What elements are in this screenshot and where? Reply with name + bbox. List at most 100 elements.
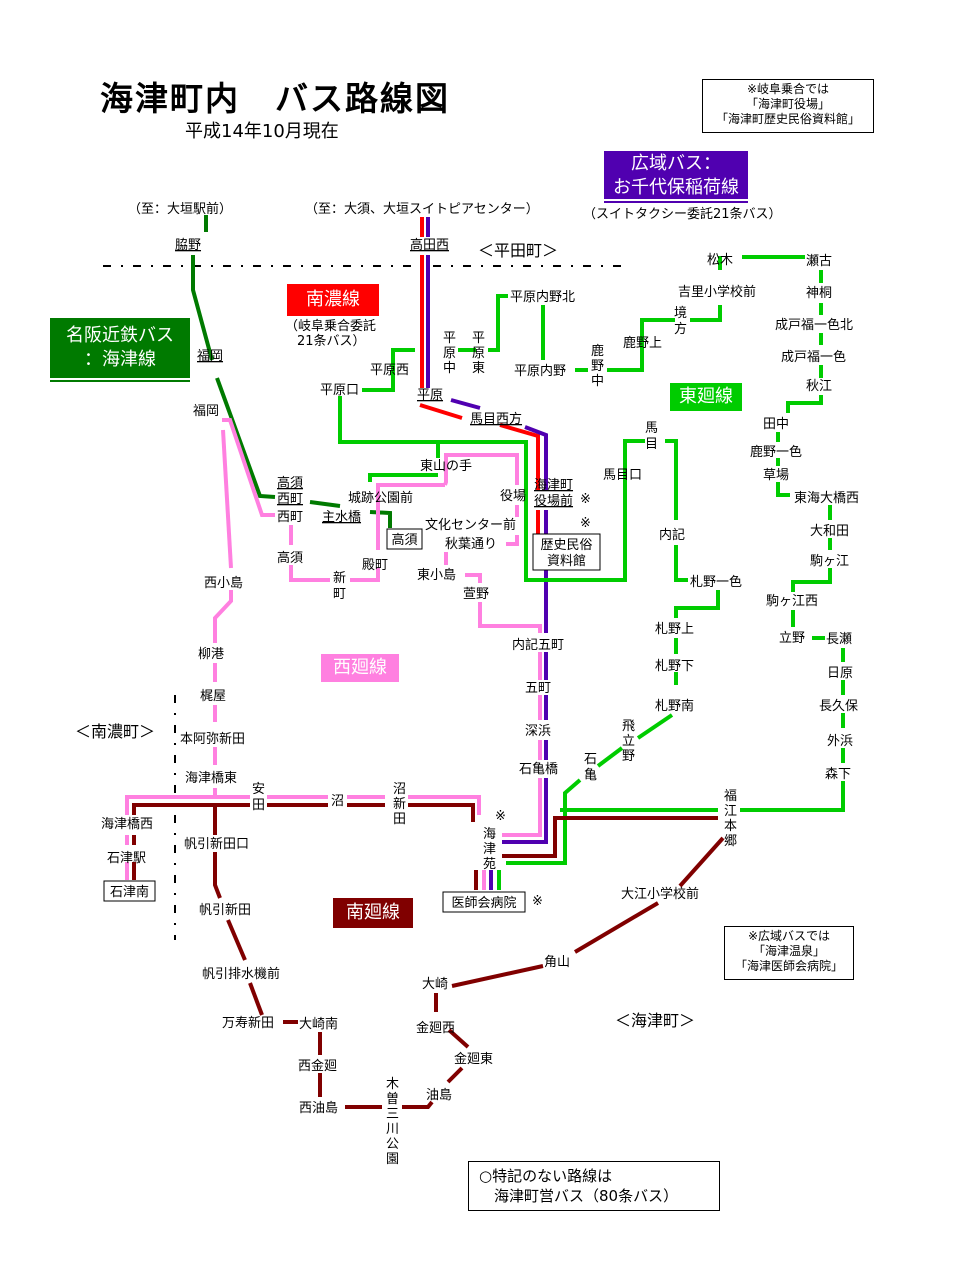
stop-label: 馬目 — [645, 421, 658, 452]
stop-label: 城跡公園前 — [348, 490, 413, 506]
stop-label: 長瀬 — [826, 632, 852, 647]
stop-box — [103, 880, 156, 902]
route-segment — [450, 398, 481, 410]
route-segment — [506, 778, 582, 865]
page-subtitle: 平成14年10月現在 — [185, 121, 339, 142]
stop-label-line: 海津橋西 — [101, 817, 153, 832]
stop-label-line: 成戸福一色北 — [775, 317, 853, 333]
stop-label-line: 馬目西方 — [470, 411, 522, 427]
note-mark: ※ — [532, 894, 543, 909]
stop-label: 平原中 — [443, 331, 456, 376]
route-segment — [368, 473, 438, 482]
stop-label-line: 曽 — [386, 1092, 399, 1107]
route-segment — [402, 1100, 434, 1109]
stop-label: 神桐 — [806, 286, 832, 301]
route-segment — [451, 964, 544, 988]
stop-label: 境方 — [674, 306, 687, 337]
stop-label-line: 西町 — [277, 510, 303, 525]
kouiki-note: ※広域バスでは 「海津温泉」 「海津医師会病院」 — [724, 926, 854, 980]
stop-label: 札野下 — [655, 659, 694, 674]
stop-label-line: 平原内野 — [514, 363, 566, 379]
stop-label-line: 森下 — [825, 767, 851, 782]
stop-label: 鹿野中 — [591, 343, 604, 389]
stop-label: 文化センター前 — [425, 517, 516, 533]
stop-label: 平原西 — [370, 363, 409, 378]
note-line: ※広域バスでは — [747, 929, 831, 943]
route-segment — [362, 348, 415, 392]
stop-label-line: 成戸福一色 — [781, 349, 846, 365]
route-nishi — [125, 418, 542, 890]
stop-label-line: 内記五町 — [512, 637, 564, 653]
stop-label: 油島 — [426, 1088, 452, 1103]
stop-label-line: 文化センター前 — [425, 517, 516, 533]
stop-label-line: 資料館 — [547, 554, 586, 569]
gifu-note: ※岐阜乗合では 「海津町役場」 「海津町歴史民俗資料館」 — [702, 79, 874, 133]
stop-label: 駒ヶ江西 — [766, 594, 818, 609]
stop-label: 帆引排水機前 — [202, 966, 280, 982]
route-sub-nanno: 21条バス） — [297, 333, 366, 349]
stop-label-line: 方 — [674, 321, 687, 337]
route-segment — [665, 439, 678, 520]
stop-label: 札野上 — [655, 622, 694, 637]
stop-label-line: 苑 — [483, 857, 496, 872]
stop-label-line: 外浜 — [827, 734, 853, 749]
stop-label: 殿町 — [362, 558, 388, 573]
stop-box-label: 高須 — [391, 532, 417, 548]
stop-label: 石亀橋 — [519, 762, 558, 777]
note-line: 「海津町役場」 — [745, 97, 830, 111]
stop-label-line: 西小島 — [204, 576, 243, 591]
route-segment — [674, 590, 720, 618]
route-segment — [222, 418, 275, 517]
stop-label-line: 三 — [386, 1107, 399, 1122]
route-segment — [376, 483, 445, 550]
stop-label-line: 田中 — [763, 417, 789, 432]
stop-label-line: 高須 — [277, 550, 303, 566]
legend-note: ○特記のない路線は 海津町営バス（80条バス） — [468, 1161, 720, 1211]
stop-label-line: 石津駅 — [107, 851, 146, 866]
stop-label-line: 平原内野北 — [510, 289, 575, 305]
stop-label-line: 津 — [483, 842, 496, 857]
stop-label: 新町 — [333, 570, 346, 602]
area-label-nanno: ＜南濃町＞ — [75, 722, 155, 741]
stop-labels: 脇野福岡福岡高須西町西町主水橋高須新町殿町城跡公園前東山の手役場文化センター前秋… — [101, 237, 859, 1167]
route-segment — [596, 746, 624, 768]
route-segment — [502, 778, 548, 844]
stop-label-line: 大和田 — [810, 524, 849, 539]
stop-label: 内記 — [659, 527, 685, 543]
stop-label: 石津駅 — [107, 851, 146, 866]
route-segment — [636, 713, 674, 740]
note-mark: ※ — [495, 809, 506, 824]
stop-label-line: 馬 — [645, 421, 658, 436]
stop-label: 鹿野一色 — [750, 444, 802, 460]
stop-label: 東山の手 — [420, 458, 472, 474]
route-segment — [221, 429, 233, 569]
route-nanno — [419, 217, 540, 535]
stop-label-line: 海津町 — [534, 478, 573, 493]
stop-label-line: 川 — [386, 1122, 399, 1137]
stop-label-line: 西油島 — [299, 1101, 338, 1116]
destination-ogaki: （至：大垣駅前） — [128, 201, 232, 217]
stop-label-line: 西金廻 — [298, 1058, 337, 1074]
stop-label-line: 西町 — [277, 492, 303, 507]
stop-label: 高田西 — [410, 237, 449, 253]
route-segment — [465, 573, 482, 583]
stop-label-line: 石 — [584, 752, 597, 767]
stop-label: 五町 — [525, 681, 551, 696]
stop-label: 海津町役場前 — [534, 478, 573, 509]
note-line: 「海津温泉」 — [752, 944, 825, 958]
stop-label: 石亀 — [584, 752, 597, 783]
stop-label-line: 駒ヶ江西 — [766, 594, 818, 609]
stop-label: 森下 — [825, 767, 851, 782]
stop-label-line: 海 — [483, 827, 496, 842]
stop-label-line: 瀬古 — [806, 254, 832, 269]
route-segment — [248, 982, 264, 1016]
stop-label-line: 東 — [472, 360, 485, 376]
route-segment — [791, 568, 832, 592]
stop-label-line: 園 — [386, 1152, 399, 1167]
route-segment — [289, 565, 330, 582]
route-segment — [215, 377, 276, 499]
stop-label: 萱野 — [463, 587, 489, 602]
stop-label-line: 金廻東 — [454, 1051, 493, 1067]
route-segment — [506, 535, 519, 546]
